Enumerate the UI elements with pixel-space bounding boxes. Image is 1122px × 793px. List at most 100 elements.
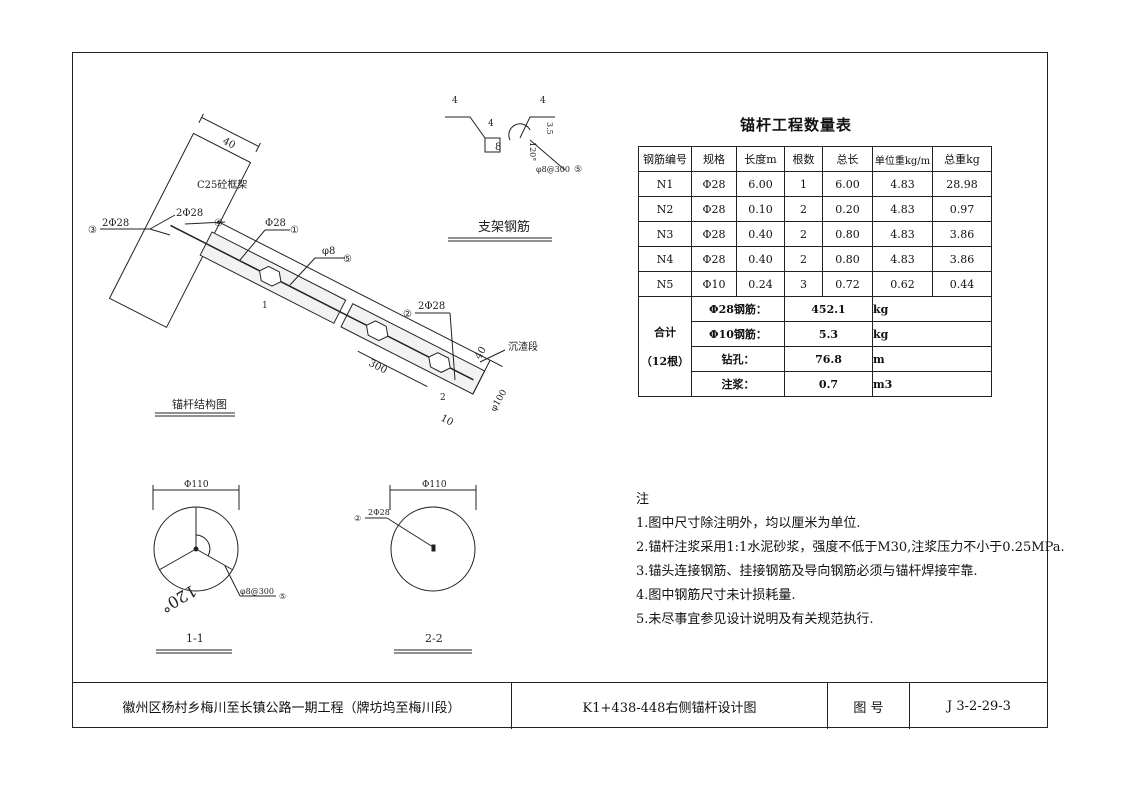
cell: 2	[784, 246, 823, 272]
note-item: 5.未尽事宜参见设计说明及有关规范执行.	[636, 612, 874, 627]
table-header-row: 钢筋编号 规格 长度m 根数 总长 单位重kg/m 总重kg	[638, 146, 992, 172]
total-label-cell: 合计 （12根）	[638, 296, 692, 397]
note-item: 4.图中钢筋尺寸未计损耗量.	[636, 588, 796, 603]
header-cell: 规格	[691, 146, 737, 172]
cell: 0.80	[822, 221, 873, 247]
concrete-frame	[108, 113, 261, 329]
bracket-spec: φ8@300	[536, 165, 570, 174]
header-cell: 钢筋编号	[638, 146, 692, 172]
cell: 3	[784, 271, 823, 297]
section1-spec: φ8@300	[240, 587, 274, 596]
cell: N3	[638, 221, 692, 247]
bracket-angle: 120°	[528, 142, 537, 161]
note-item: 3.锚头连接钢筋、挂接钢筋及导向钢筋必须与锚杆焊接牢靠.	[636, 564, 978, 579]
cell: 4.83	[872, 196, 933, 222]
total-value: 0.7	[784, 371, 873, 397]
cell: 1	[784, 171, 823, 197]
cell: 0.20	[822, 196, 873, 222]
notes: 注 1.图中尺寸除注明外，均以厘米为单位. 2.锚杆注浆采用1:1水泥砂浆，强度…	[636, 488, 1065, 632]
label-n3: ③	[88, 225, 97, 236]
cell: 6.00	[822, 171, 873, 197]
cell: 28.98	[932, 171, 992, 197]
bracket-dim-d: 8	[495, 142, 501, 153]
drawing-number-label: 图 号	[828, 683, 910, 729]
total-value: 5.3	[784, 321, 873, 347]
section-mark-1: 1	[262, 301, 268, 311]
total-label: 合计	[654, 326, 676, 339]
total-value: 76.8	[784, 346, 873, 372]
cell: 4.83	[872, 171, 933, 197]
note-item: 2.锚杆注浆采用1:1水泥砂浆，强度不低于M30,注浆压力不小于0.25MPa.	[636, 540, 1065, 555]
header-cell: 根数	[784, 146, 823, 172]
total-item: Φ10钢筋：	[691, 321, 785, 347]
cell: Φ28	[691, 196, 737, 222]
label-n1-spec: Φ28	[265, 218, 286, 229]
title-block: 徽州区杨村乡梅川至长镇公路一期工程（牌坊坞至梅川段） K1+438-448右侧锚…	[72, 682, 1048, 729]
anchor-structure-drawing: C25砼框架 40 ③ 2Φ28 2Φ28 ④ Φ28 ① φ8 ⑤ ② 2Φ2…	[88, 113, 538, 429]
section2-title: 2-2	[425, 632, 443, 645]
frame-width-dim: 40	[221, 136, 237, 152]
cell: 4.83	[872, 246, 933, 272]
spacing-dim: 300	[367, 358, 389, 376]
note-item: 1.图中尺寸除注明外，均以厘米为单位.	[636, 516, 861, 531]
total-row: 注浆： 0.7 m3	[639, 371, 992, 397]
section1-title: 1-1	[186, 632, 204, 645]
quantity-table-title: 锚杆工程数量表	[740, 116, 853, 134]
total-count: （12根）	[640, 355, 690, 368]
section1-diameter: Φ110	[184, 480, 209, 490]
cell: 0.97	[932, 196, 992, 222]
structure-title: 锚杆结构图	[172, 397, 227, 411]
label-n4: ④	[214, 218, 223, 229]
bracket-dim-e: 3.5	[545, 122, 554, 135]
label-n1: ①	[290, 225, 299, 236]
total-unit: kg	[872, 321, 992, 347]
section-1-1: Φ110 120° φ8@300 ⑤ 1-1	[152, 480, 286, 654]
cell: 2	[784, 196, 823, 222]
cell: 0.72	[822, 271, 873, 297]
tip-dim: 10	[439, 413, 455, 429]
cell: N4	[638, 246, 692, 272]
label-n2: ②	[403, 309, 412, 320]
drawing-number: J 3-2-29-3	[947, 698, 1011, 714]
label-n5-spec: φ8	[322, 246, 335, 257]
total-item: Φ28钢筋：	[691, 296, 785, 322]
label-n2-spec: 2Φ28	[418, 301, 445, 312]
total-unit: m3	[872, 371, 992, 397]
bracket-title: 支架钢筋	[478, 219, 530, 235]
cell: 0.40	[736, 246, 785, 272]
total-row: Φ10钢筋： 5.3 kg	[639, 321, 992, 347]
section1-angle: 120°	[157, 581, 200, 617]
cell: 0.62	[872, 271, 933, 297]
cell: N2	[638, 196, 692, 222]
cell: Φ28	[691, 246, 737, 272]
total-value: 452.1	[784, 296, 873, 322]
cell: N1	[638, 171, 692, 197]
total-unit: kg	[872, 296, 992, 322]
project-name: 徽州区杨村乡梅川至长镇公路一期工程（牌坊坞至梅川段）	[72, 683, 512, 729]
cell: 0.10	[736, 196, 785, 222]
anchor-bar	[170, 220, 503, 395]
cell: N5	[638, 271, 692, 297]
cell: Φ28	[691, 171, 737, 197]
cell: 0.80	[822, 246, 873, 272]
cell: Φ28	[691, 221, 737, 247]
cell: 0.40	[736, 221, 785, 247]
header-cell: 总重kg	[932, 146, 992, 172]
header-cell: 长度m	[736, 146, 785, 172]
total-row: 合计 （12根） Φ28钢筋： 452.1 kg	[638, 296, 992, 397]
bracket-rebar-drawing: 4 4 4 8 3.5 120° φ8@300 ⑤ 支架钢筋	[445, 96, 582, 242]
header-cell: 单位重kg/m	[872, 146, 933, 172]
total-item: 注浆：	[691, 371, 785, 397]
drawing-name: K1+438-448右侧锚杆设计图	[512, 683, 828, 729]
total-unit: m	[872, 346, 992, 372]
cell: 3.86	[932, 221, 992, 247]
section2-diameter: Φ110	[422, 480, 447, 490]
total-item: 钻孔：	[691, 346, 785, 372]
